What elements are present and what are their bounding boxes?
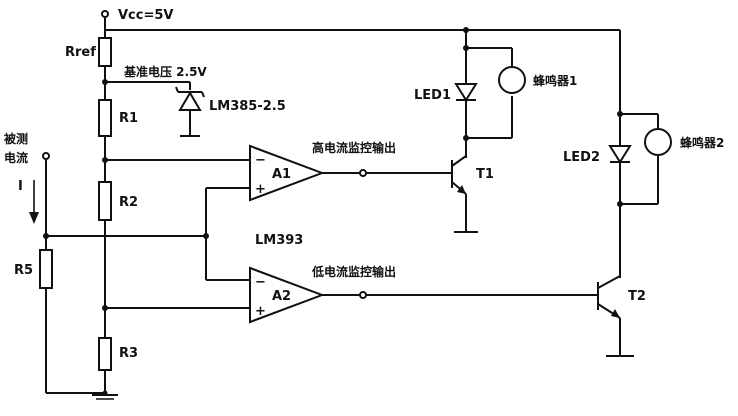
a1-plus-sign: + bbox=[255, 182, 266, 197]
zener-diode bbox=[175, 86, 205, 137]
buzzer2-label: 蜂鸣器2 bbox=[680, 135, 724, 150]
comparator-a2 bbox=[249, 266, 325, 324]
r3-label: R3 bbox=[119, 346, 138, 361]
ref-voltage-label: 基准电压 2.5V bbox=[123, 64, 207, 79]
a1-minus-sign: − bbox=[255, 153, 266, 168]
current-arrow bbox=[29, 180, 39, 224]
r5-label: R5 bbox=[14, 263, 33, 278]
r2-resistor bbox=[98, 181, 112, 221]
current-label: I bbox=[18, 179, 23, 194]
rref-resistor bbox=[98, 37, 112, 67]
buzzer1-symbol bbox=[498, 66, 526, 94]
led2-label: LED2 bbox=[563, 150, 600, 165]
t1-label: T1 bbox=[476, 167, 494, 182]
input-label-top: 被测 bbox=[4, 131, 28, 146]
input-terminal bbox=[42, 152, 50, 160]
r3-resistor bbox=[98, 337, 112, 371]
led1-label: LED1 bbox=[414, 88, 451, 103]
t2-transistor bbox=[597, 275, 621, 319]
low-output-label: 低电流监控输出 bbox=[311, 264, 396, 279]
a1-output-terminal bbox=[359, 169, 367, 177]
r1-resistor bbox=[98, 99, 112, 137]
t1-transistor bbox=[451, 155, 467, 195]
opamp-ic-label: LM393 bbox=[255, 233, 303, 248]
r1-label: R1 bbox=[119, 111, 138, 126]
ground-symbol bbox=[92, 394, 118, 400]
a2-output-terminal bbox=[359, 291, 367, 299]
a2-label: A2 bbox=[272, 289, 291, 304]
buzzer1-label: 蜂鸣器1 bbox=[533, 73, 577, 88]
a2-plus-sign: + bbox=[255, 304, 266, 319]
vcc-label: Vcc=5V bbox=[118, 8, 173, 23]
a2-minus-sign: − bbox=[255, 275, 266, 290]
led2-diode bbox=[608, 145, 632, 164]
zener-label: LM385-2.5 bbox=[209, 99, 286, 114]
led1-diode bbox=[454, 83, 478, 102]
rref-label: Rref bbox=[65, 45, 96, 60]
r5-resistor bbox=[39, 249, 53, 289]
r2-label: R2 bbox=[119, 195, 138, 210]
buzzer2-symbol bbox=[644, 128, 672, 156]
input-label-bottom: 电流 bbox=[4, 150, 28, 165]
vcc-rail bbox=[101, 10, 620, 31]
a1-label: A1 bbox=[272, 167, 291, 182]
comparator-a1 bbox=[249, 144, 325, 202]
t2-label: T2 bbox=[628, 289, 646, 304]
high-output-label: 高电流监控输出 bbox=[312, 140, 396, 155]
